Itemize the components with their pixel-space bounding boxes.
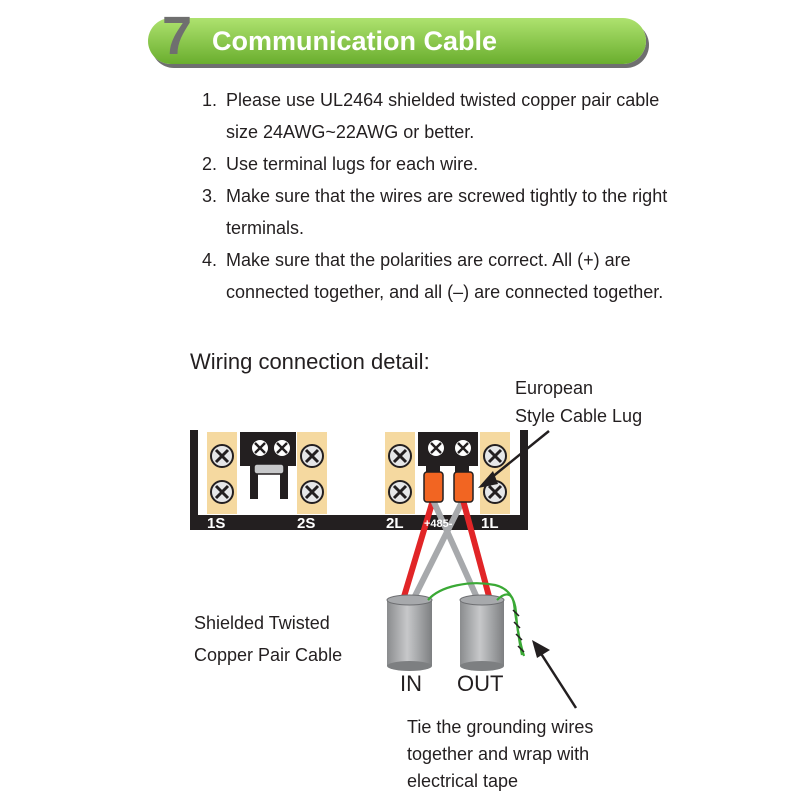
cable-out-icon <box>459 594 505 671</box>
instruction-text: Make sure that the wires are screwed tig… <box>226 186 668 238</box>
out-label: OUT <box>457 671 504 696</box>
in-label: IN <box>400 671 422 696</box>
section-number: 7 <box>162 6 193 66</box>
terminal-screw-icon <box>210 444 234 468</box>
jumper-pin <box>280 464 288 499</box>
instruction-number: 2. <box>202 154 218 174</box>
lug-label-line: Style Cable Lug <box>515 406 643 426</box>
ground-pointer-arrow <box>532 640 578 709</box>
instruction-item: 3. Make sure that the wires are screwed t… <box>202 180 672 244</box>
instruction-item: 1. Please use UL2464 shielded twisted cop… <box>202 84 672 148</box>
terminal-label-485: +485- <box>424 518 453 530</box>
instruction-number: 1. <box>202 90 218 110</box>
cable-in-icon <box>386 594 433 671</box>
ground-note-line: Tie the grounding wires <box>407 717 594 737</box>
terminal-screw-icon <box>210 480 234 504</box>
jumper-pin <box>250 464 258 499</box>
terminal-label-1l: 1L <box>481 515 499 532</box>
lug-pointer-arrow <box>478 430 550 488</box>
terminal-screw-icon <box>388 444 412 468</box>
lug-label-line: European <box>515 378 594 398</box>
wire-red-in <box>400 499 436 601</box>
header-screw-icon <box>455 440 471 456</box>
cable-lug-icon <box>453 471 474 503</box>
terminal-label-2l: 2L <box>386 515 404 532</box>
instruction-list: 1. Please use UL2464 shielded twisted cop… <box>202 84 672 308</box>
instruction-text: Use terminal lugs for each wire. <box>226 154 479 174</box>
wire-gray-in <box>410 498 466 602</box>
instruction-text: Make sure that the polarities are correc… <box>226 250 664 302</box>
instruction-number: 3. <box>202 186 218 206</box>
terminal-screw-icon <box>300 480 324 504</box>
header-screw-icon <box>274 440 290 456</box>
header-screw-icon <box>252 440 268 456</box>
terminal-screw-icon <box>388 480 412 504</box>
cable-label-line: Shielded Twisted <box>194 613 330 633</box>
header-screw-icon <box>428 440 444 456</box>
terminal-screw-icon <box>483 480 507 504</box>
wiring-title: Wiring connection detail: <box>190 349 430 374</box>
terminal-label-2s: 2S <box>297 515 315 532</box>
ground-note-line: together and wrap with <box>407 744 590 764</box>
cable-lug-icon <box>423 471 444 503</box>
section-title: Communication Cable <box>212 26 498 56</box>
instruction-item: 2. Use terminal lugs for each wire. <box>202 148 672 180</box>
instruction-number: 4. <box>202 250 218 270</box>
banner-background <box>148 18 646 64</box>
ground-note: Tie the grounding wires together and wra… <box>407 714 593 795</box>
cable-label: Shielded Twisted Copper Pair Cable <box>194 607 342 671</box>
jumper-cap <box>253 463 285 475</box>
instruction-text: Please use UL2464 shielded twisted coppe… <box>226 90 660 142</box>
instruction-item: 4. Make sure that the polarities are corr… <box>202 244 672 308</box>
terminal-label-1s: 1S <box>207 515 225 532</box>
ground-wire <box>496 593 526 657</box>
section-banner: 7 Communication Cable <box>148 6 646 66</box>
terminal-screw-icon <box>483 444 507 468</box>
lug-label: European Style Cable Lug <box>515 374 642 430</box>
ground-twist-marks <box>512 609 525 653</box>
ground-note-line: electrical tape <box>407 771 519 791</box>
terminal-screw-icon <box>300 444 324 468</box>
cable-label-line: Copper Pair Cable <box>194 645 343 665</box>
